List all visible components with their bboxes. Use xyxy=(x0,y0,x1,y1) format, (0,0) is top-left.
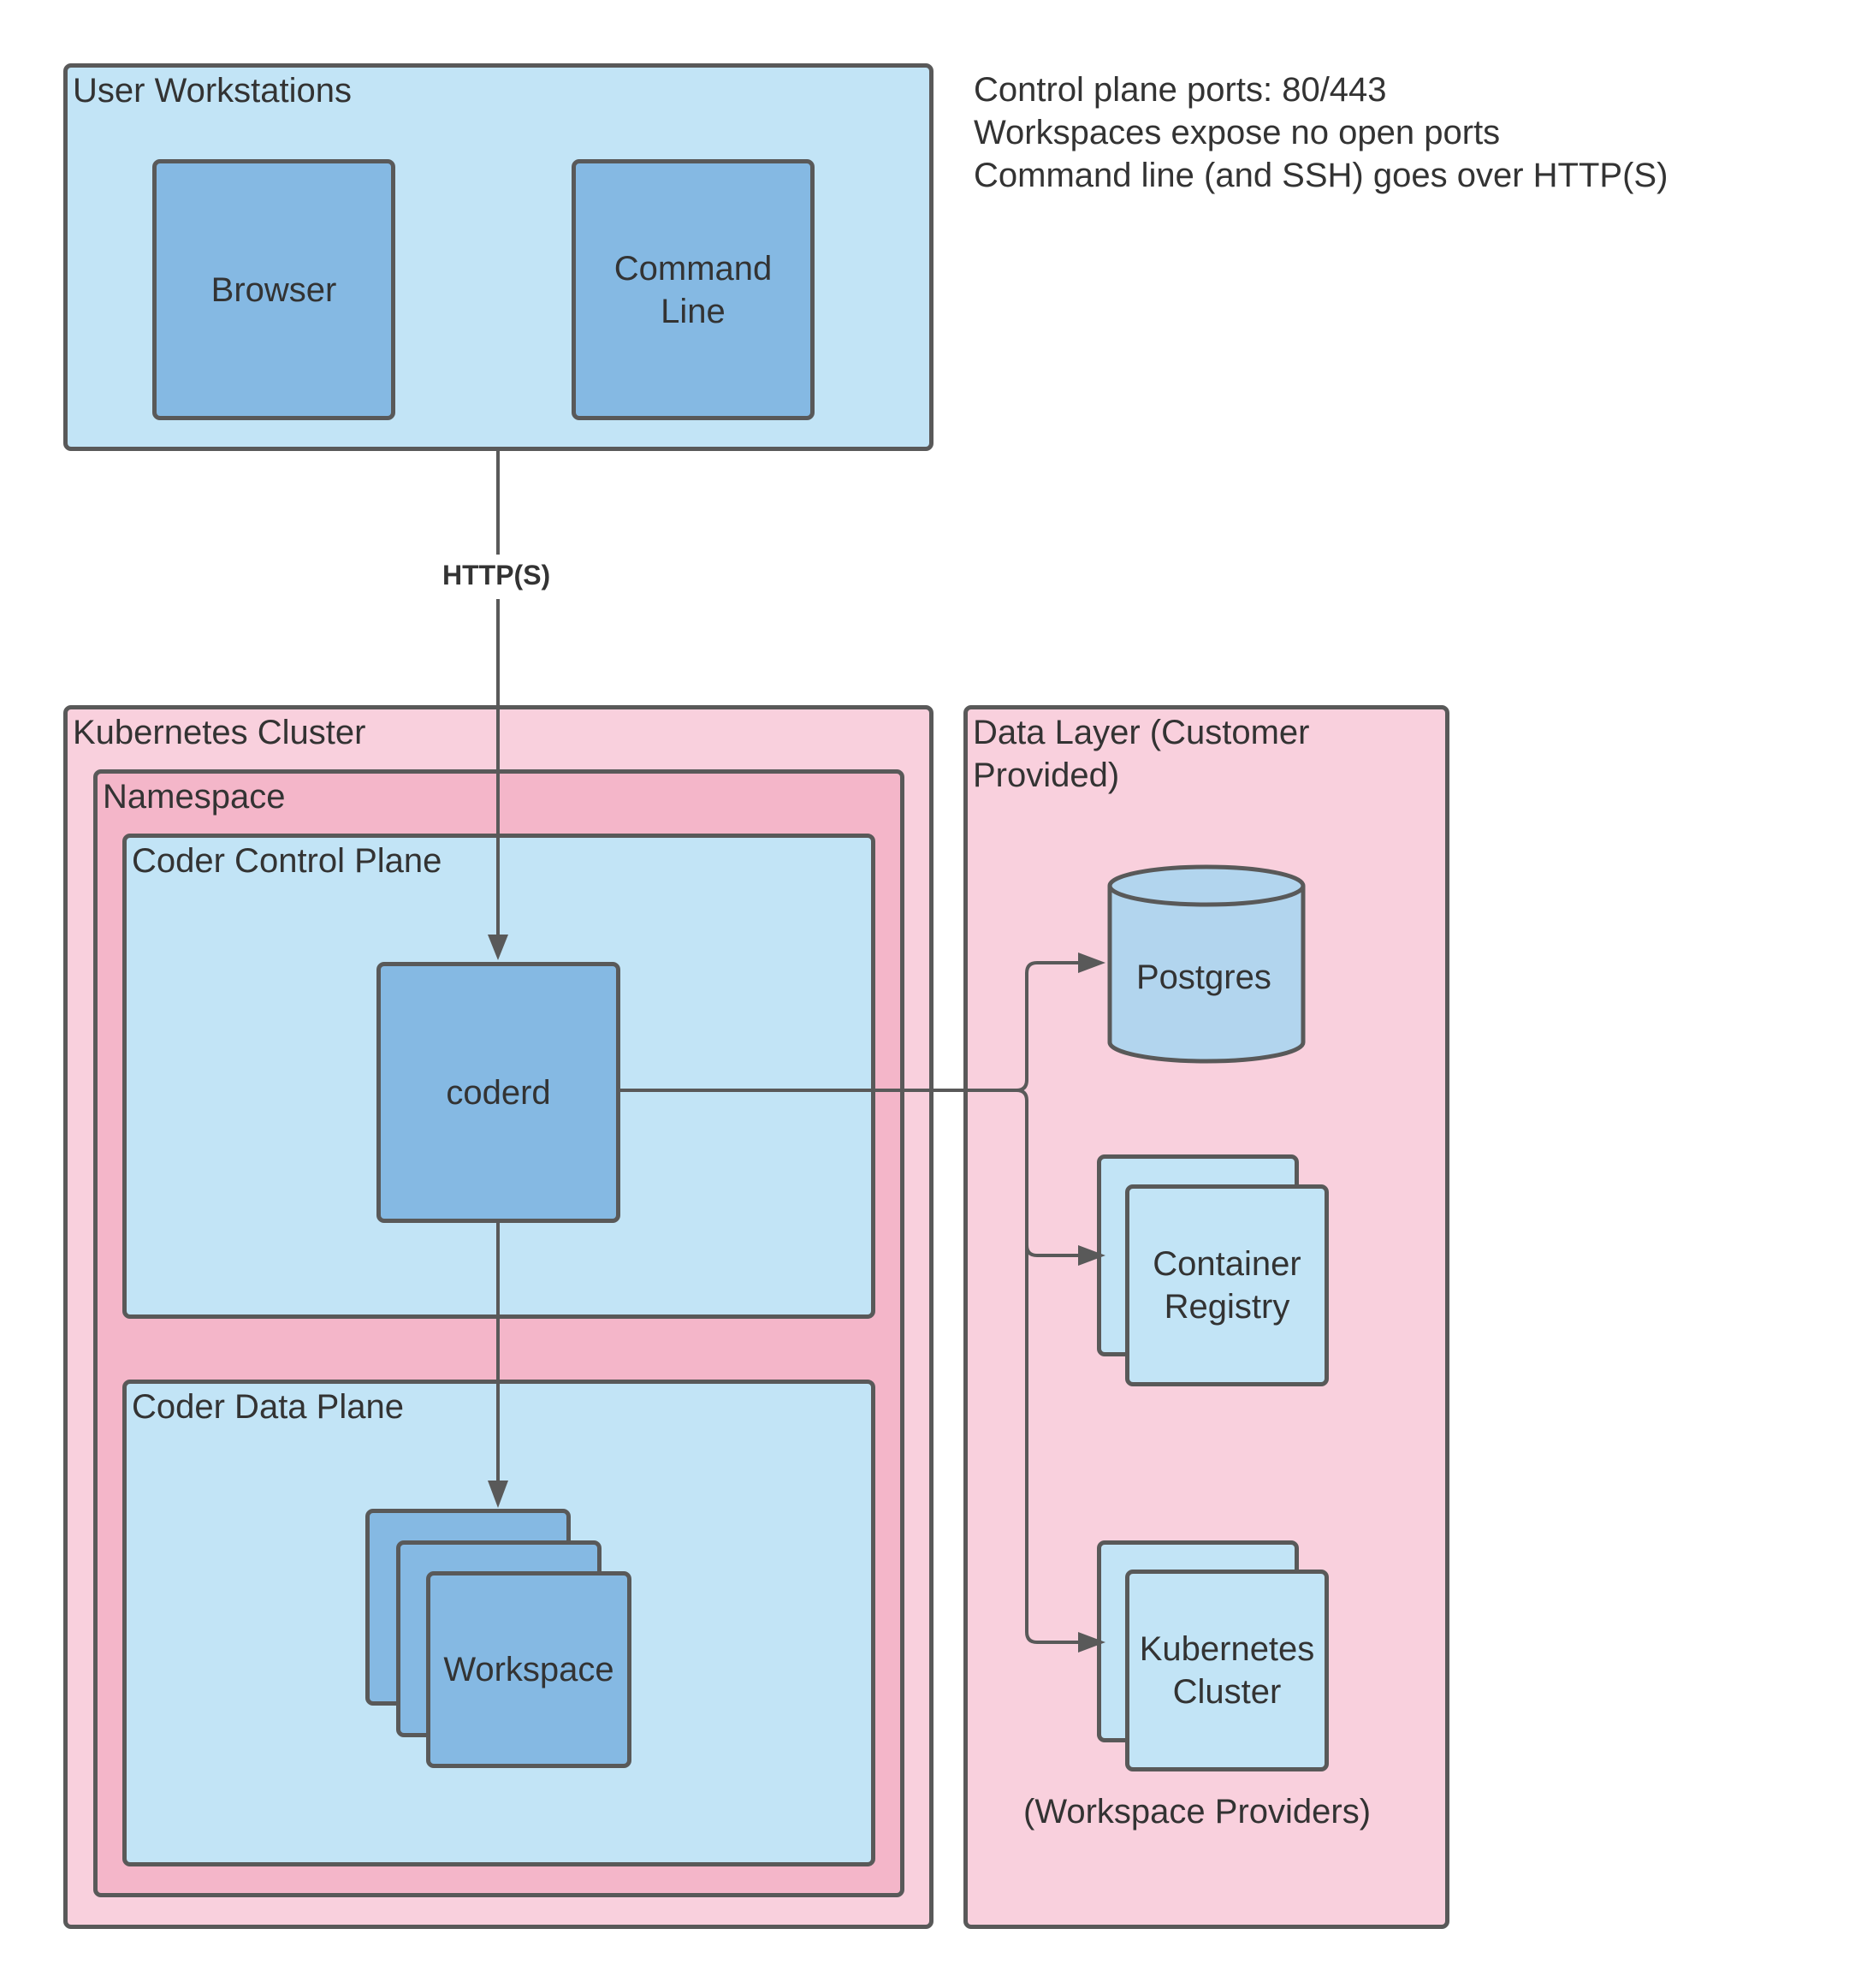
command-line-label: Command Line xyxy=(613,249,773,330)
provider-kubernetes-cluster-label: Kubernetes Cluster xyxy=(1139,1630,1315,1711)
postgres-label: Postgres xyxy=(1136,958,1271,996)
control-plane-title: Coder Control Plane xyxy=(132,842,442,880)
coderd-label: coderd xyxy=(446,1073,551,1112)
user-workstations-title: User Workstations xyxy=(73,72,353,110)
data-plane-title: Coder Data Plane xyxy=(132,1388,404,1426)
provider-kubernetes-cluster-node[interactable]: Kubernetes Cluster xyxy=(1125,1570,1329,1771)
kubernetes-cluster-title: Kubernetes Cluster xyxy=(73,714,366,751)
command-line-node[interactable]: Command Line xyxy=(572,159,815,420)
container-registry-label: Container Registry xyxy=(1153,1245,1301,1326)
namespace-title: Namespace xyxy=(103,778,286,816)
browser-label: Browser xyxy=(210,270,337,309)
http-connection-label: HTTP(S) xyxy=(442,560,551,590)
browser-node[interactable]: Browser xyxy=(152,159,395,420)
container-registry-node[interactable]: Container Registry xyxy=(1125,1184,1329,1386)
note-command-line: Command line (and SSH) goes over HTTP(S) xyxy=(974,157,1668,194)
note-ports: Control plane ports: 80/443 xyxy=(974,71,1387,109)
workspace-label: Workspace xyxy=(443,1651,614,1688)
note-workspaces: Workspaces expose no open ports xyxy=(974,114,1501,151)
data-layer-title: Data Layer (Customer Provided) xyxy=(973,714,1310,794)
workspace-providers-note: (Workspace Providers) xyxy=(1023,1793,1372,1831)
coderd-node[interactable]: coderd xyxy=(376,962,620,1223)
workspace-node[interactable]: Workspace xyxy=(426,1571,631,1768)
